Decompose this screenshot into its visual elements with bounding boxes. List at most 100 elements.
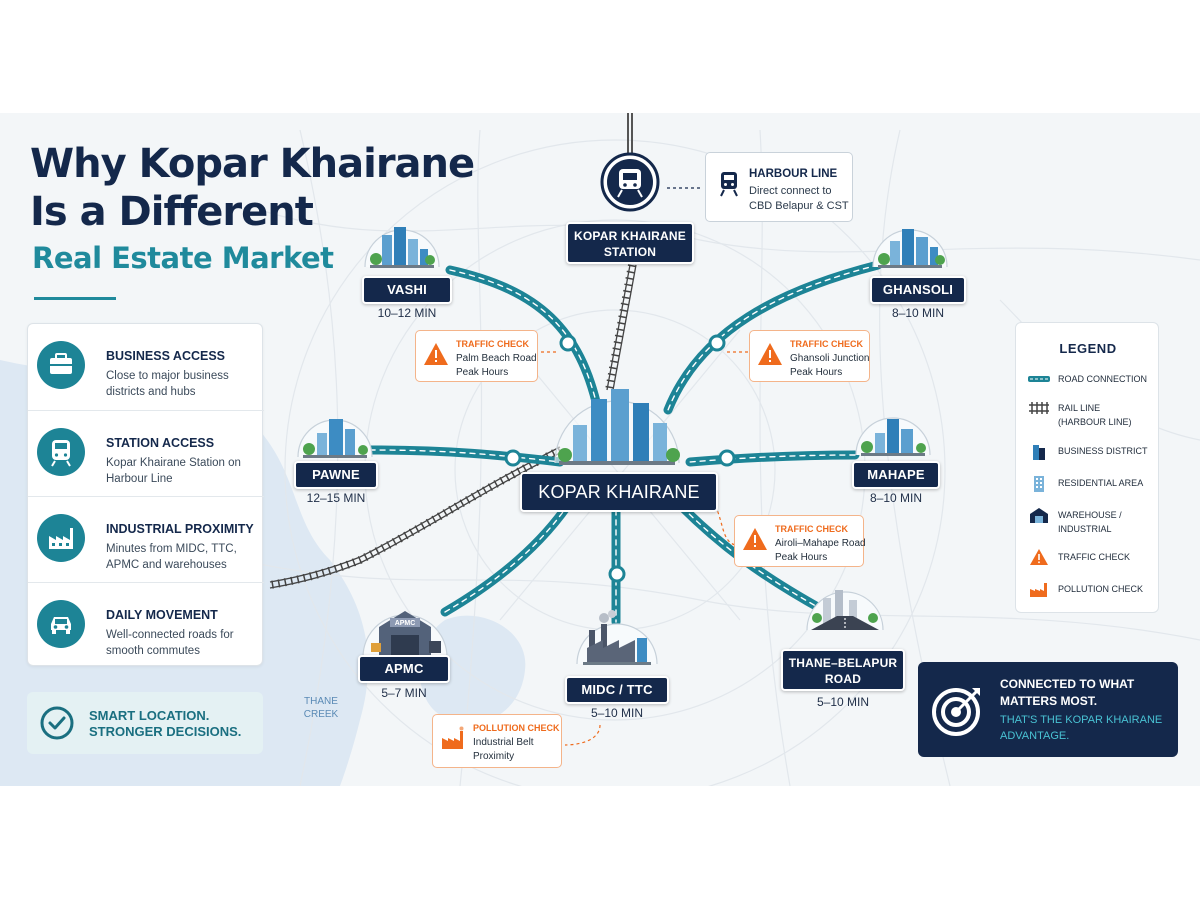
advantage-banner: CONNECTED TO WHAT MATTERS MOST. THAT'S T… xyxy=(918,662,1178,757)
station-line-2: STATION xyxy=(603,245,657,259)
destination-thane-belapur-road: THANE–BELAPUR ROAD xyxy=(781,649,905,691)
callout-line-1: Ghansoli Junction xyxy=(790,353,870,364)
callout-line-1: Airoli–Mahape Road xyxy=(775,538,866,549)
dome-midc xyxy=(576,610,658,665)
train-icon xyxy=(720,172,738,197)
warning-icon xyxy=(758,343,782,365)
briefcase-icon xyxy=(37,341,85,389)
target-icon xyxy=(932,688,980,736)
harbour-description: Direct connect to CBD Belapur & CST xyxy=(749,184,849,214)
page-subtitle: Real Estate Market xyxy=(32,241,334,275)
callout-line-2: Peak Hours xyxy=(775,552,828,563)
harbour-line-1: Direct connect to xyxy=(749,185,832,197)
station-line-1: KOPAR KHAIRANE xyxy=(574,229,686,243)
legend-label: TRAFFIC CHECK xyxy=(1058,552,1130,562)
dome-thane xyxy=(806,590,884,631)
smart-line-2: STRONGER DECISIONS. xyxy=(89,724,242,739)
callout-traffic-ghansoli-junction: TRAFFIC CHECK Ghansoli Junction Peak Hou… xyxy=(749,330,870,382)
warning-icon xyxy=(424,343,448,365)
travel-time-midc-ttc: 5–10 MIN xyxy=(590,706,644,720)
feature-daily-movement: DAILY MOVEMENT Well-connected roads for … xyxy=(28,582,264,666)
legend-label: BUSINESS DISTRICT xyxy=(1058,446,1148,456)
feature-title: BUSINESS ACCESS xyxy=(106,349,226,363)
callout-line-1: Industrial Belt xyxy=(473,737,534,748)
legend-label: ROAD CONNECTION xyxy=(1058,374,1148,384)
destination-apmc: APMC xyxy=(358,655,450,683)
lake-water xyxy=(419,615,526,724)
center-label-kopar-khairane: KOPAR KHAIRANE xyxy=(520,472,718,512)
feature-title: INDUSTRIAL PROXIMITY xyxy=(106,522,254,536)
legend-panel: LEGEND ROAD CONNECTION RAIL LINE (HARBOU… xyxy=(1015,322,1159,613)
thane-line-2: ROAD xyxy=(824,672,862,686)
road-nodes xyxy=(504,334,736,583)
factory-icon xyxy=(37,514,85,562)
travel-time-apmc: 5–7 MIN xyxy=(381,686,427,700)
callout-description: Industrial Belt Proximity xyxy=(473,736,534,764)
legend-label: POLLUTION CHECK xyxy=(1058,584,1144,594)
dome-center xyxy=(554,389,680,465)
title-line-2: Is a Different xyxy=(30,189,314,235)
factory-icon xyxy=(442,726,464,749)
factory-icon xyxy=(1030,583,1047,597)
thane-creek-label: THANE CREEK xyxy=(293,695,349,721)
road-line-icon xyxy=(1028,376,1050,382)
smart-location-banner: SMART LOCATION. STRONGER DECISIONS. xyxy=(27,692,263,754)
legend-label-line-1: WAREHOUSE / xyxy=(1058,510,1122,520)
harbour-line-card: HARBOUR LINE Direct connect to CBD Belap… xyxy=(705,152,853,222)
callout-title: TRAFFIC CHECK xyxy=(456,339,529,349)
train-icon xyxy=(37,428,85,476)
title-line-1: Why Kopar Khairane xyxy=(30,141,475,187)
harbour-line-2: CBD Belapur & CST xyxy=(749,200,849,212)
advantage-tagline: THAT'S THE KOPAR KHAIRANE ADVANTAGE. xyxy=(1000,714,1163,742)
legend-label-line-2: INDUSTRIAL xyxy=(1058,524,1112,534)
warehouse-icon xyxy=(1030,508,1048,523)
legend-label-line-2: (HARBOUR LINE) xyxy=(1058,417,1132,427)
travel-time-ghansoli: 8–10 MIN xyxy=(891,306,945,320)
feature-description: Well-connected roads for smooth commutes xyxy=(106,629,234,657)
travel-time-thane-belapur: 5–10 MIN xyxy=(816,695,870,709)
city-domes: APMC xyxy=(297,152,948,665)
destination-pawne: PAWNE xyxy=(294,461,378,489)
travel-time-mahape: 8–10 MIN xyxy=(869,491,923,505)
callout-line-2: Peak Hours xyxy=(456,367,509,378)
station-badge xyxy=(600,152,660,212)
travel-time-vashi: 10–12 MIN xyxy=(377,306,437,320)
feature-industrial-proximity: INDUSTRIAL PROXIMITY Minutes from MIDC, … xyxy=(28,496,264,580)
feature-business-access: BUSINESS ACCESS Close to major business … xyxy=(28,324,264,408)
callout-line-1: Palm Beach Road xyxy=(456,353,537,364)
feature-title: DAILY MOVEMENT xyxy=(106,608,218,622)
advantage-headline: CONNECTED TO WHAT MATTERS MOST. xyxy=(1000,677,1135,708)
harbour-title: HARBOUR LINE xyxy=(749,168,838,180)
travel-time-pawne: 12–15 MIN xyxy=(306,491,366,505)
legend-label-line-1: RAIL LINE xyxy=(1058,403,1101,413)
warning-icon xyxy=(743,528,767,550)
callout-description: Airoli–Mahape Road Peak Hours xyxy=(775,537,866,565)
check-circle-icon xyxy=(40,706,74,740)
smart-line-1: SMART LOCATION. xyxy=(89,708,210,723)
apmc-sign: APMC xyxy=(395,620,416,627)
features-card: BUSINESS ACCESS Close to major business … xyxy=(27,323,264,666)
legend-title: LEGEND xyxy=(1059,341,1117,356)
feature-description: Close to major business districts and hu… xyxy=(106,370,229,398)
residential-building-icon xyxy=(1034,476,1044,492)
rail-line xyxy=(269,113,637,589)
thane-line-1: THANE–BELAPUR xyxy=(788,656,898,670)
car-icon xyxy=(37,600,85,648)
station-label: KOPAR KHAIRANE STATION xyxy=(566,222,694,264)
legend-label: RAIL LINE (HARBOUR LINE) xyxy=(1058,401,1132,429)
callout-traffic-airoli-mahape: TRAFFIC CHECK Airoli–Mahape Road Peak Ho… xyxy=(734,515,866,567)
destination-ghansoli: GHANSOLI xyxy=(870,276,966,304)
callout-title: TRAFFIC CHECK xyxy=(790,339,863,349)
callout-description: Ghansoli Junction Peak Hours xyxy=(790,352,870,380)
destination-vashi: VASHI xyxy=(362,276,452,304)
callout-pollution-industrial-belt: POLLUTION CHECK Industrial Belt Proximit… xyxy=(432,714,562,768)
creek-line-1: THANE xyxy=(304,696,338,707)
business-building-icon xyxy=(1033,445,1045,460)
warning-icon xyxy=(1030,549,1048,565)
destination-mahape: MAHAPE xyxy=(852,461,940,489)
callout-line-2: Peak Hours xyxy=(790,367,843,378)
dome-mahape xyxy=(855,417,931,456)
smart-location-text: SMART LOCATION. STRONGER DECISIONS. xyxy=(89,708,241,740)
dome-apmc: APMC xyxy=(362,611,448,658)
page-title: Why Kopar Khairane Is a Different xyxy=(30,140,475,236)
